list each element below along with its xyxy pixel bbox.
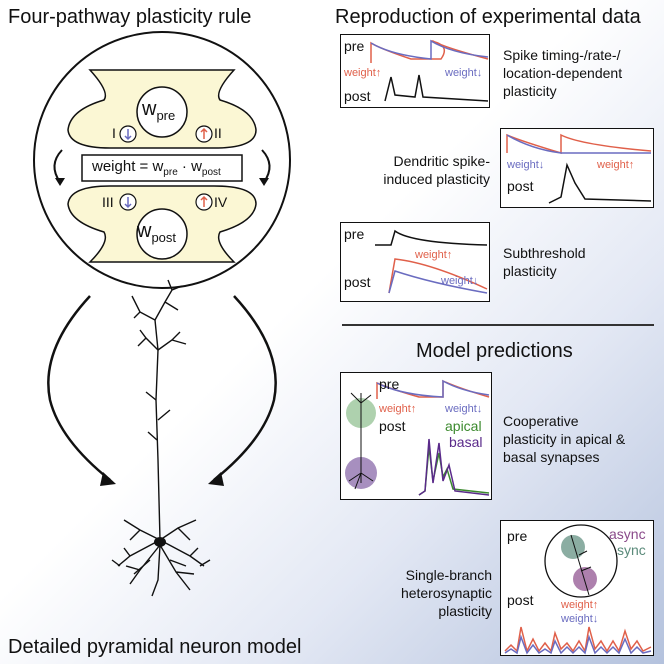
right-title: Reproduction of experimental data — [335, 6, 641, 28]
p5-post: post — [507, 592, 534, 608]
pathway-IV-label: IV — [214, 194, 228, 210]
p4-basal: basal — [449, 434, 483, 450]
p4-caption-line: Cooperative — [503, 413, 579, 429]
p3-post: post — [344, 274, 371, 290]
predictions-title: Model predictions — [416, 340, 573, 362]
p5-w-up: weight↑ — [561, 599, 599, 611]
pyramidal-neuron — [111, 279, 211, 597]
p1-w-up: weight↑ — [344, 67, 382, 79]
right-curved-arrow — [213, 295, 277, 481]
p3-w-up: weight↑ — [415, 249, 453, 261]
p4-apical: apical — [445, 418, 482, 434]
p3-w-down: weight↓ — [441, 275, 479, 287]
p5-sync: sync — [617, 542, 646, 558]
p3-caption-line: plasticity — [503, 263, 557, 279]
w-pre-text: w — [142, 98, 157, 120]
p1-w-down: weight↓ — [445, 67, 483, 79]
panel-stdp: pre weight↑ weight↓ post — [340, 34, 490, 108]
p5-caption-line: Single-branch — [405, 567, 492, 583]
p3-pre: pre — [344, 226, 365, 242]
p2-post: post — [507, 178, 534, 194]
eq-sub-pre: pre — [163, 167, 178, 178]
p1-caption-line: location-dependent — [503, 65, 623, 81]
panel-dendritic-spike: weight↓ weight↑ post — [500, 128, 654, 208]
p1-caption-line: Spike timing-/rate-/ — [503, 47, 621, 63]
p4-w-down: weight↓ — [445, 403, 483, 415]
panel-cooperative-traces — [345, 379, 490, 496]
w-pre-label: wpre — [142, 98, 175, 123]
equation-text: weight = wpre · wpost — [92, 158, 221, 178]
p4-caption-line: basal synapses — [503, 449, 600, 465]
panel-subthreshold: pre weight↑ post weight↓ — [340, 222, 490, 302]
p5-async: async — [609, 526, 646, 542]
p2-caption-line: induced plasticity — [383, 171, 490, 187]
p5-caption-line: heterosynaptic — [400, 585, 492, 601]
eq-mid: · w — [177, 158, 202, 175]
p4-pre: pre — [379, 376, 400, 392]
eq-sub-post: post — [201, 167, 221, 178]
p4-caption-line: plasticity in apical & — [503, 431, 626, 447]
p2-w-up: weight↑ — [597, 159, 635, 171]
pathway-III-label: III — [102, 194, 114, 210]
p5-caption: Single-branch heterosynaptic plasticity — [380, 566, 492, 620]
p4-w-up: weight↑ — [379, 403, 417, 415]
left-curved-arrow — [47, 295, 111, 481]
panel-stdp-traces — [370, 39, 489, 102]
equation-box — [81, 154, 243, 182]
w-post-circle — [136, 208, 188, 260]
w-post-sub: post — [151, 230, 177, 245]
p1-pre: pre — [344, 38, 365, 54]
panel-dendritic-traces — [506, 133, 652, 204]
left-title: Four-pathway plasticity rule — [8, 6, 252, 28]
p5-pre: pre — [507, 528, 528, 544]
eq-left: weight = w — [92, 158, 164, 175]
p1-caption-line: plasticity — [503, 83, 557, 99]
p1-caption: Spike timing-/rate-/ location-dependent … — [503, 46, 622, 100]
p5-caption-line: plasticity — [438, 603, 492, 619]
panel-heterosynaptic-traces — [504, 524, 652, 655]
p5-w-down: weight↓ — [561, 613, 599, 625]
p1-post: post — [344, 88, 371, 104]
p3-caption-line: Subthreshold — [503, 245, 586, 261]
w-pre-circle — [136, 86, 188, 138]
neuron-soma — [154, 537, 166, 547]
bottom-title: Detailed pyramidal neuron model — [8, 636, 302, 658]
w-post-label: wpost — [137, 220, 176, 245]
w-post-text: w — [137, 220, 152, 242]
pathway-II-label: II — [214, 125, 222, 141]
panel-cooperative: pre weight↑ weight↓ post apical basal — [340, 372, 492, 500]
panel-subthreshold-traces — [375, 229, 488, 294]
pathway-I-label: I — [112, 125, 116, 141]
p4-caption: Cooperative plasticity in apical & basal… — [503, 412, 625, 466]
p2-w-down: weight↓ — [507, 159, 545, 171]
section-divider — [342, 324, 654, 326]
panel-heterosynaptic: pre async sync post weight↑ weight↓ — [500, 520, 654, 656]
p2-caption-line: Dendritic spike- — [393, 153, 490, 169]
p4-post: post — [379, 418, 406, 434]
p3-caption: Subthreshold plasticity — [503, 244, 586, 280]
p2-caption: Dendritic spike- induced plasticity — [380, 152, 490, 188]
w-pre-sub: pre — [156, 108, 176, 123]
